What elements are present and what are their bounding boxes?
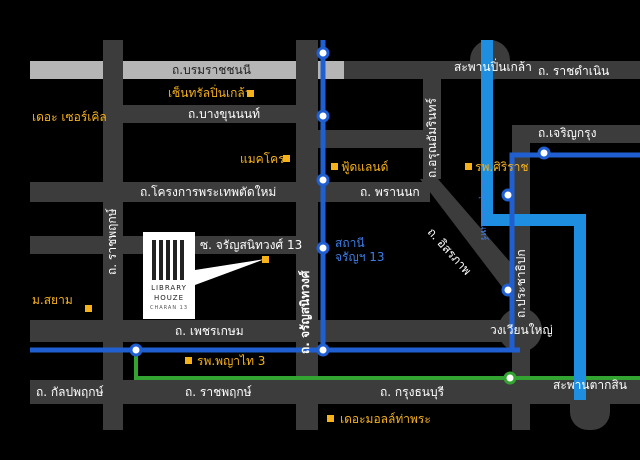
road-arun-amarin: [423, 79, 441, 179]
station-dots: [129, 46, 551, 357]
logo-line2: HOUZE: [154, 294, 184, 302]
station-dot-icon: [537, 146, 551, 160]
road-label-krung-thonburi: ถ. กรุงธนบุรี: [380, 385, 445, 399]
road-label-borommaratchachonnani: ถ.บรมราชชนนี: [172, 63, 251, 77]
poi-square-icon: [465, 163, 472, 170]
poi-central-pinklao: เซ็นทรัลปิ่นเกล้า: [168, 86, 252, 100]
station-dot-icon: [316, 46, 330, 60]
road-label-charoenkrung: ถ.เจริญกรุง: [538, 126, 597, 140]
station-dot-icon: [316, 241, 330, 255]
road-diag-block: [318, 130, 428, 148]
road-label-charan-sanitwong: ถ. จรัญสนิทวงศ์: [298, 270, 312, 354]
place-taksin-bridge: สะพานตากสิน: [553, 378, 627, 392]
station-dot-icon: [316, 343, 330, 357]
road-phranok: [340, 182, 430, 202]
road-khrongkan: [30, 182, 340, 202]
road-itsaraphap: [420, 179, 530, 300]
station-dot-icon: [501, 283, 515, 297]
poi-foodland: ฟู้ดแลนด์: [341, 160, 389, 174]
poi-siriraj: รพ.ศิริราช: [475, 160, 529, 174]
road-label-phranok: ถ. พรานนก: [360, 185, 420, 199]
green-rail-line: [134, 350, 640, 380]
poi-phyathai3: รพ.พญาไท 3: [197, 354, 266, 368]
station-dot-icon: [316, 109, 330, 123]
station-dot-icon: [129, 343, 143, 357]
mrt-vertical-label: ม.อรุณอัมรินทร์: [478, 180, 488, 241]
station-dot-icon: [501, 188, 515, 202]
poi-square-icon: [247, 90, 254, 97]
road-label-bangkhunnon: ถ.บางขุนนนท์: [188, 107, 261, 121]
road-label-kanlapaphruek: ถ. กัลปพฤกษ์: [36, 385, 104, 399]
poi-the-mall-thapra: เดอะมอลล์ท่าพระ: [340, 412, 431, 426]
road-petchkasem: [30, 320, 514, 342]
station-dot-icon: [503, 371, 517, 385]
poi-square-icon: [262, 256, 269, 263]
place-pinklao-bridge: สะพานปิ่นเกล้า: [454, 60, 532, 74]
road-label-pracha-thipok: ถ.ประชาธิปก: [514, 249, 528, 318]
road-label-ratchadamnoen: ถ. ราชดำเนิน: [538, 64, 610, 78]
poi-square-icon: [85, 305, 92, 312]
road-label-arun-amarin: ถ.อรุณอัมรินทร์: [425, 98, 439, 178]
place-wongwian-yai: วงเวียนใหญ่: [490, 323, 553, 337]
mrt-right-branch: [509, 152, 640, 190]
poi-square-icon: [331, 163, 338, 170]
road-label-petchkasem: ถ. เพชรเกษม: [175, 324, 244, 338]
road-bottom: [30, 380, 640, 404]
poi-square-icon: [327, 415, 334, 422]
station-dot-icon: [316, 173, 330, 187]
building-logo-icon: [143, 232, 265, 319]
road-charoenkrung: [530, 125, 640, 143]
road-wongwian-yai: [498, 308, 542, 352]
mrt-station-label-2: จรัญฯ 13: [335, 250, 385, 264]
poi-the-circle: เดอะ เซอร์เคิล: [32, 110, 107, 124]
road-charan-sanitwong: [296, 40, 318, 430]
poi-square-icon: [185, 357, 192, 364]
road-network: [30, 40, 640, 430]
logo-line1: LIBRARY: [151, 284, 187, 292]
logo-line3: CHARAN 13: [149, 305, 189, 311]
road-label-khrongkan: ถ.โครงการพระเทพตัดใหม่: [140, 185, 277, 199]
poi-makro: แมคโคร: [240, 152, 285, 166]
road-bangkhunnon: [123, 105, 296, 123]
poi-square-icon: [283, 155, 290, 162]
road-label-ratchaphruek-bottom: ถ. ราชพฤกษ์: [185, 385, 252, 399]
road-label-soi-charan13: ซ. จรัญสนิทวงศ์ 13: [200, 238, 303, 252]
poi-m-siam: ม.สยาม: [32, 293, 73, 307]
road-label-ratchaphruek-left: ถ. ราชพฤกษ์: [105, 208, 119, 275]
mrt-light-blue-line: [481, 40, 586, 400]
mrt-station-label-1: สถานี: [335, 236, 365, 250]
road-soi-left: [30, 236, 103, 254]
